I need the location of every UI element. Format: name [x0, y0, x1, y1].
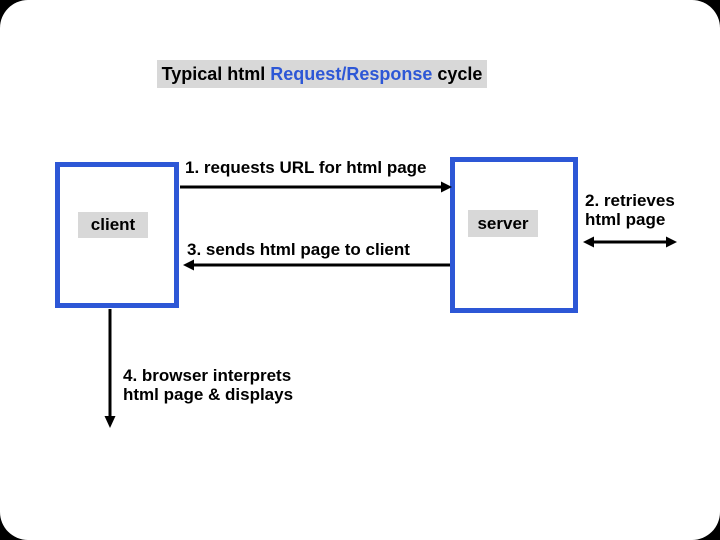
- response-arrow-icon: [183, 259, 450, 271]
- retrieve-double-arrow-icon: [583, 236, 677, 248]
- step-1-request-label: 1. requests URL for html page: [185, 158, 427, 177]
- title-text-suffix: cycle: [432, 63, 483, 84]
- client-label: client: [78, 212, 148, 238]
- client-node-box: [55, 162, 179, 308]
- step-4-line2: html page & displays: [123, 385, 294, 404]
- step-2-line1: 2. retrieves: [585, 191, 675, 210]
- step-3-response-label: 3. sends html page to client: [187, 240, 410, 259]
- title-text-highlight: Request/Response: [270, 63, 433, 84]
- server-label: server: [468, 210, 538, 237]
- display-down-arrow-icon: [104, 309, 116, 428]
- title-text-prefix: Typical html: [161, 63, 271, 84]
- request-arrow-icon: [180, 181, 452, 193]
- step-2-line2: html page: [585, 210, 666, 229]
- step-4-line1: 4. browser interprets: [123, 366, 292, 385]
- slide-title: Typical html Request/Response cycle: [157, 60, 487, 88]
- step-2-retrieve-label: 2. retrieves html page: [585, 191, 675, 229]
- step-4-display-label: 4. browser interprets html page & displa…: [123, 366, 293, 404]
